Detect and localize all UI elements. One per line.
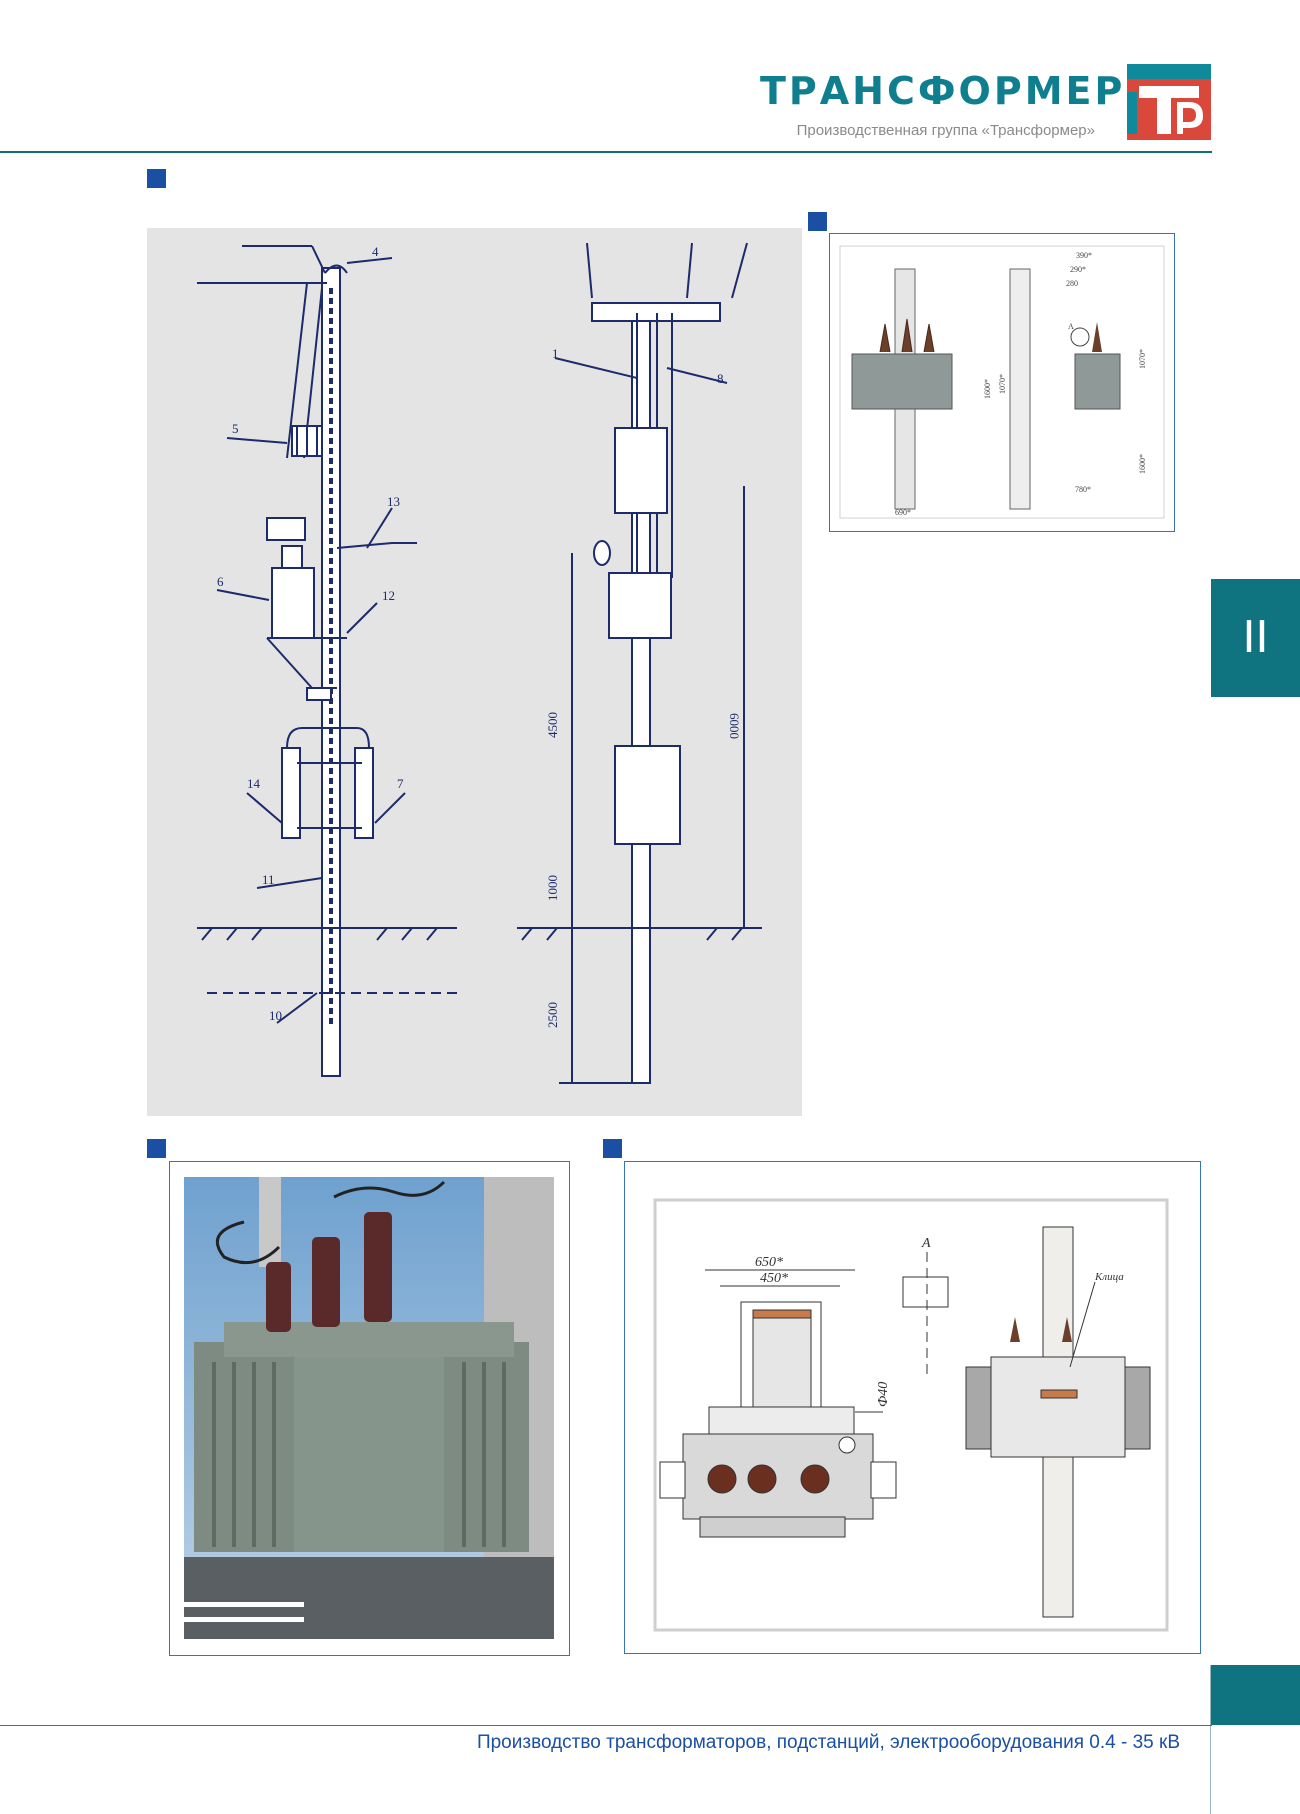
transformer-photo — [184, 1177, 554, 1639]
mounting-drawing-top: 390* 290* 280 А 1070* 1600* 1070* 1600* … — [829, 233, 1175, 532]
callout-4: 4 — [372, 244, 379, 259]
section-tab: II — [1211, 579, 1300, 697]
svg-text:450*: 450* — [760, 1271, 788, 1286]
svg-text:Клица: Клица — [1094, 1271, 1124, 1283]
section-marker — [808, 212, 827, 231]
svg-text:650*: 650* — [755, 1255, 783, 1270]
svg-text:А: А — [921, 1236, 931, 1251]
svg-text:1600*: 1600* — [1138, 454, 1147, 474]
dim-1000: 1000 — [545, 875, 560, 901]
footer-divider — [1210, 1665, 1211, 1814]
svg-text:1070*: 1070* — [1138, 349, 1147, 369]
header-rule — [0, 151, 1212, 153]
svg-text:390*: 390* — [1076, 251, 1092, 260]
callout-13: 13 — [387, 494, 400, 509]
dim-4500: 4500 — [545, 712, 560, 738]
callout-12: 12 — [382, 588, 395, 603]
svg-text:1070*: 1070* — [998, 374, 1007, 394]
footer-block — [1211, 1665, 1300, 1725]
callout-7: 7 — [397, 776, 404, 791]
svg-text:280: 280 — [1066, 279, 1078, 288]
svg-text:Ф40: Ф40 — [876, 1382, 891, 1407]
callout-14: 14 — [247, 776, 261, 791]
brand-subtitle: Производственная группа «Трансформер» — [796, 122, 1095, 139]
callout-8: 8 — [717, 371, 724, 386]
brand-name: ТРАНСФОРМЕР — [760, 69, 1126, 113]
pole-installation-drawing: 4 5 13 6 12 14 7 11 10 1 8 4500 6000 100… — [147, 228, 802, 1116]
dim-2500: 2500 — [545, 1002, 560, 1028]
callout-1: 1 — [552, 346, 559, 361]
footer-rule — [0, 1725, 1212, 1726]
svg-text:1600*: 1600* — [983, 379, 992, 399]
transformer-photo-frame — [169, 1161, 570, 1656]
footer-text: Производство трансформаторов, подстанций… — [476, 1732, 1180, 1753]
mounting-drawing-bottom: 650* 450* Ф40 А Клица — [624, 1161, 1201, 1654]
section-marker — [147, 169, 166, 188]
company-logo — [1127, 64, 1211, 140]
svg-text:780*: 780* — [1075, 485, 1091, 494]
callout-11: 11 — [262, 872, 275, 887]
callout-6: 6 — [217, 574, 224, 589]
section-marker — [147, 1139, 166, 1158]
dim-6000: 6000 — [727, 713, 742, 739]
callout-10: 10 — [269, 1008, 282, 1023]
svg-text:А: А — [1068, 322, 1074, 331]
svg-text:690*: 690* — [895, 508, 911, 517]
svg-text:290*: 290* — [1070, 265, 1086, 274]
callout-5: 5 — [232, 421, 239, 436]
section-marker — [603, 1139, 622, 1158]
